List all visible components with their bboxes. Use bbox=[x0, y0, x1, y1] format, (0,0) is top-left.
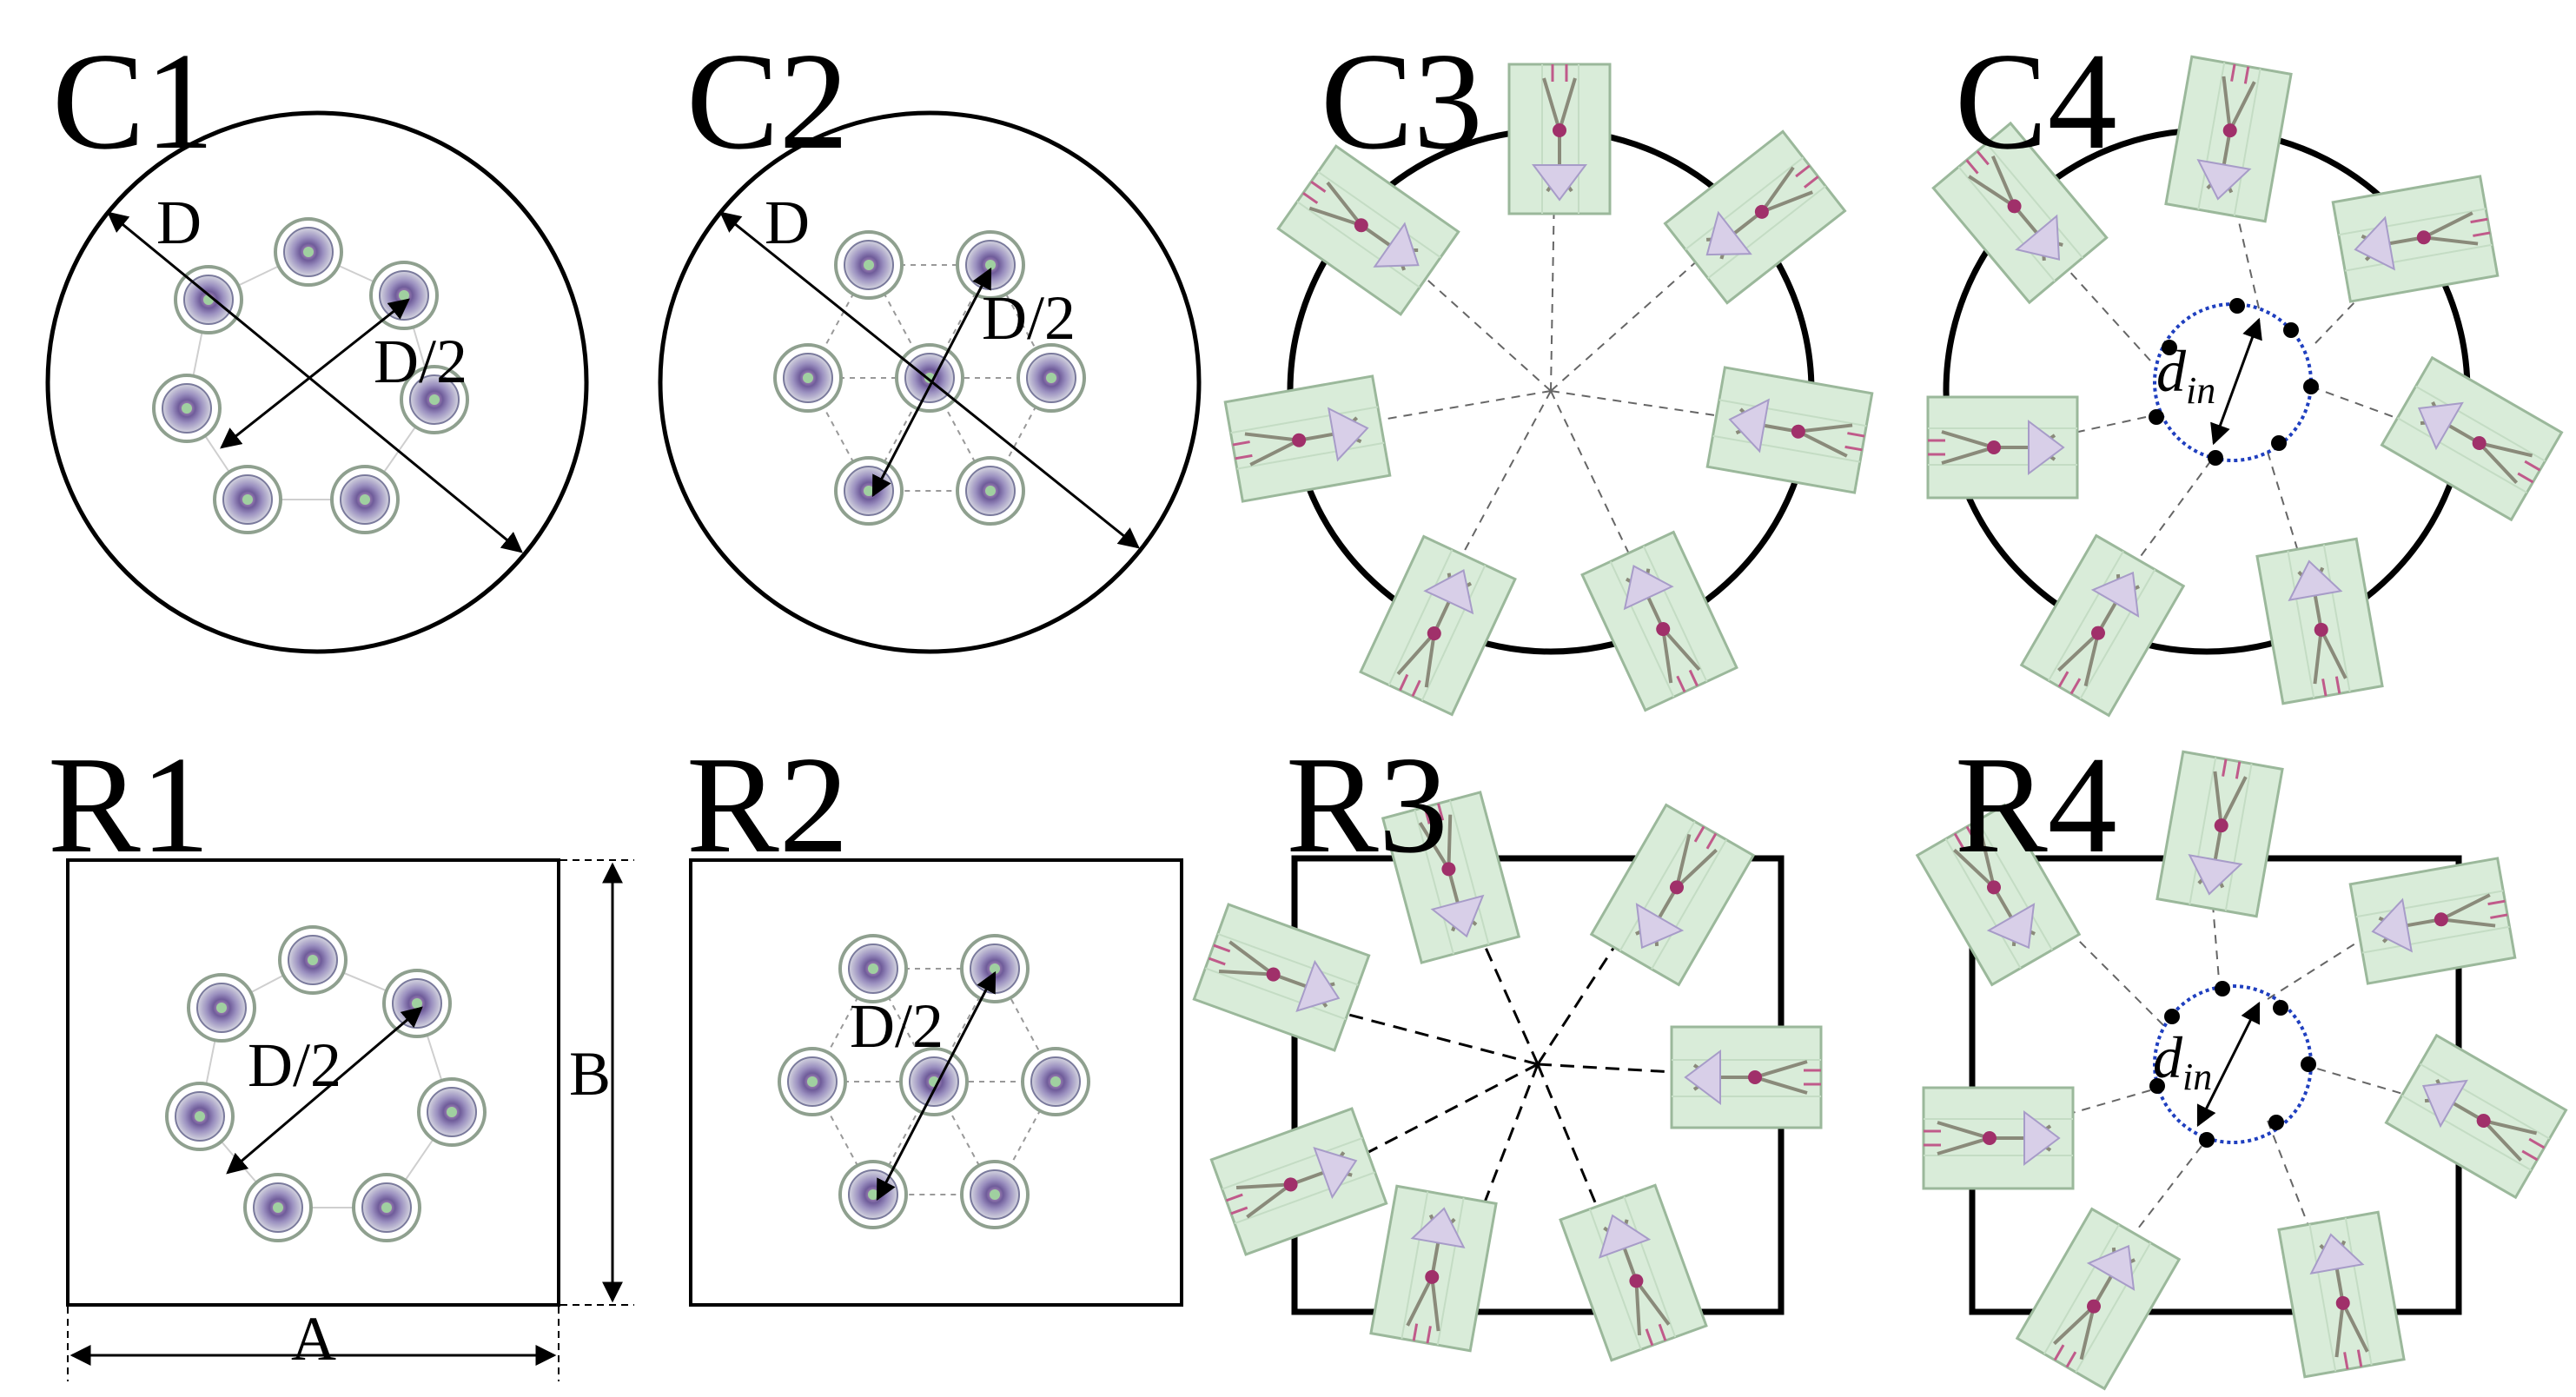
diameter-label-c1: D bbox=[156, 188, 202, 257]
panel-title-c4: C4 bbox=[1955, 23, 2117, 178]
vessel-rect-r1 bbox=[66, 858, 560, 1307]
radius-label-r2: D/2 bbox=[850, 991, 944, 1061]
inner-circle-r4 bbox=[2149, 981, 2316, 1148]
inner-diameter-arrow-c4 bbox=[2210, 317, 2262, 446]
radius-arrow-r1 bbox=[226, 1006, 423, 1175]
panel-title-c3: C3 bbox=[1321, 23, 1483, 178]
panel-title-r3: R3 bbox=[1286, 727, 1448, 882]
panel-title-c1: C1 bbox=[52, 23, 215, 178]
panel-r2: R2 D/2 bbox=[686, 727, 1183, 1307]
panel-r3: R3 bbox=[1192, 727, 1823, 1362]
radius-label-c1: D/2 bbox=[374, 327, 467, 396]
vessel-circle-c2 bbox=[658, 110, 1202, 654]
radius-label-c2: D/2 bbox=[982, 283, 1076, 353]
tube-array-r2 bbox=[778, 934, 1090, 1229]
radius-arrow-r2 bbox=[876, 970, 997, 1202]
panel-title-c2: C2 bbox=[686, 23, 849, 178]
panel-c4: din C4 bbox=[1926, 23, 2564, 718]
radius-label-r1: D/2 bbox=[248, 1030, 341, 1100]
panel-title-r4: R4 bbox=[1955, 727, 2117, 882]
height-label-r1: B bbox=[569, 1039, 611, 1109]
vessel-circle-c1 bbox=[45, 110, 589, 654]
panel-c2: C2 D D/2 bbox=[658, 23, 1202, 654]
panel-c3: C3 bbox=[1223, 23, 1874, 717]
radius-arrow-c1 bbox=[220, 298, 410, 449]
diameter-label-c2: D bbox=[765, 188, 810, 257]
extension-lines-r1 bbox=[67, 859, 634, 1381]
inner-diameter-label-r4: din bbox=[2153, 1024, 2212, 1098]
panel-c1: C1 D D/2 bbox=[45, 23, 589, 654]
panel-r1: R1 D/2 B A bbox=[48, 727, 634, 1381]
panel-title-r2: R2 bbox=[686, 727, 849, 882]
inner-diameter-label-c4: din bbox=[2156, 338, 2215, 412]
radius-arrow-c2 bbox=[871, 267, 992, 498]
inner-circle-c4 bbox=[2149, 298, 2319, 466]
tube-array-c2 bbox=[773, 230, 1086, 526]
inner-diameter-arrow-r4 bbox=[2196, 1001, 2261, 1128]
panel-r4: din R4 bbox=[1915, 727, 2568, 1391]
panel-title-r1: R1 bbox=[48, 727, 210, 882]
vessel-rect-r2 bbox=[689, 858, 1183, 1307]
width-label-r1: A bbox=[291, 1304, 336, 1374]
